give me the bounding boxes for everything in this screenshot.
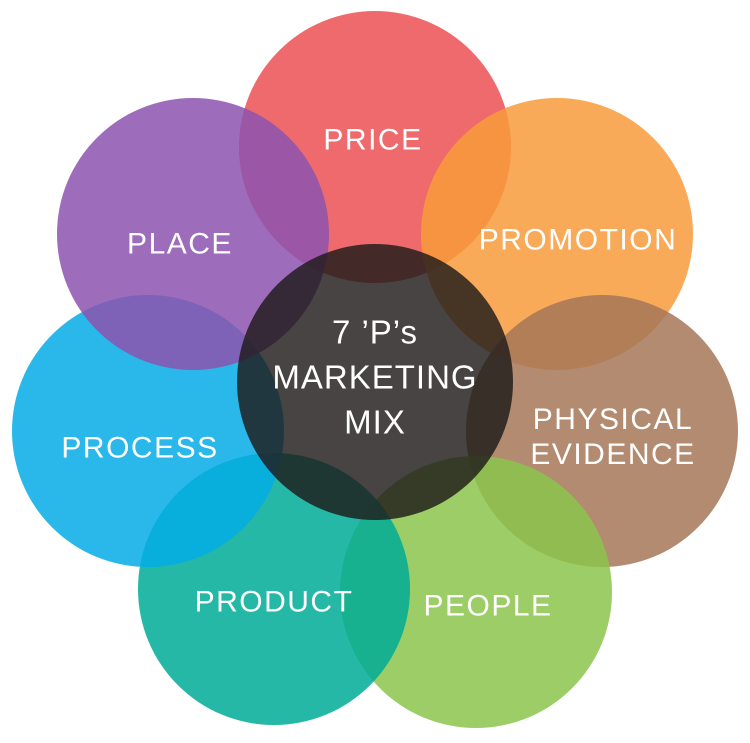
people-label: PEOPLE [423, 589, 553, 623]
physical-evidence-label-line2: EVIDENCE [530, 438, 696, 471]
center-title: 7 ’P’s MARKETING MIX [272, 310, 477, 445]
center-title-line2: MARKETING [272, 358, 478, 396]
product-label: PRODUCT [194, 585, 354, 619]
price-label: PRICE [323, 123, 423, 157]
physical-evidence-label: PHYSICAL EVIDENCE [483, 402, 743, 472]
physical-evidence-label-line1: PHYSICAL [532, 403, 694, 436]
place-circle [57, 98, 329, 370]
center-title-line3: MIX [344, 403, 406, 441]
center-circle [237, 244, 513, 520]
process-label: PROCESS [61, 431, 219, 465]
people-circle [340, 456, 612, 728]
place-label: PLACE [127, 227, 233, 261]
promotion-label: PROMOTION [478, 223, 678, 257]
center-title-line1: 7 ’P’s [331, 313, 419, 351]
